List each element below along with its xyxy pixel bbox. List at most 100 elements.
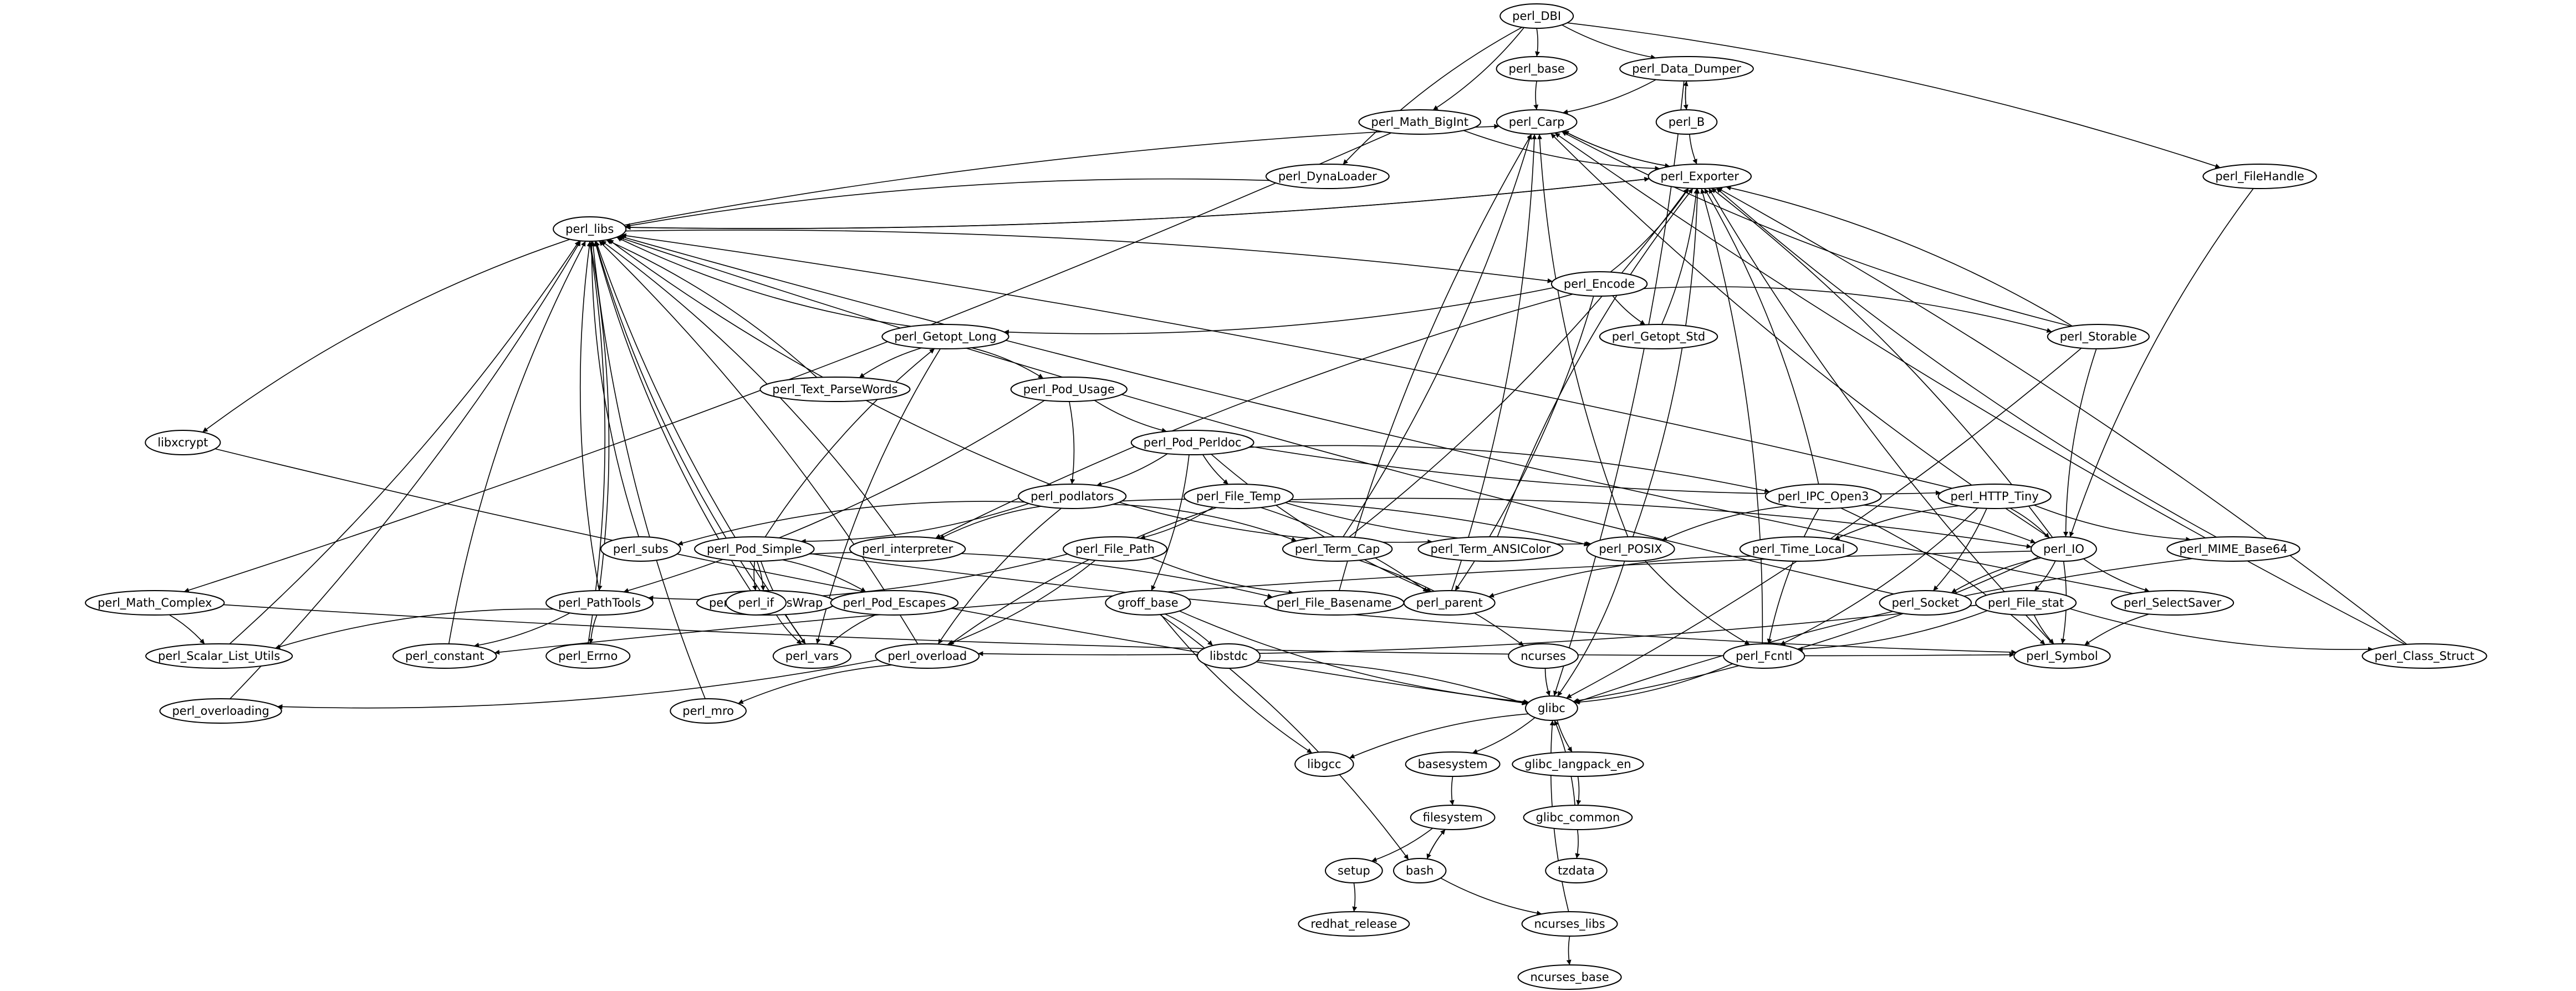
edge-path (1150, 557, 1294, 595)
node-perl_Storable[interactable]: perl_Storable (2047, 324, 2150, 349)
edge-perl_HTTP_Tiny-to-perl_libs (621, 233, 1953, 489)
edge-path (752, 561, 757, 591)
node-perl_Scalar_List_Utils[interactable]: perl_Scalar_List_Utils (145, 643, 293, 669)
node-perl_File_Temp[interactable]: perl_File_Temp (1183, 484, 1294, 509)
node-label: setup (1338, 864, 1370, 877)
node-perl_base[interactable]: perl_base (1496, 56, 1578, 82)
node-perl_if[interactable]: perl_if (725, 590, 787, 616)
edge-path (1576, 776, 1582, 806)
node-perl_interpreter[interactable]: perl_interpreter (849, 536, 966, 562)
node-perl_vars[interactable]: perl_vars (772, 643, 851, 669)
node-perl_Errno[interactable]: perl_Errno (545, 643, 631, 669)
node-ncurses_base[interactable]: ncurses_base (1517, 964, 1622, 990)
node-libstdc[interactable]: libstdc (1197, 643, 1261, 669)
node-perl_Encode[interactable]: perl_Encode (1550, 271, 1648, 297)
node-tzdata[interactable]: tzdata (1545, 858, 1608, 883)
edge-path (1451, 134, 1537, 591)
node-ellipse (1403, 590, 1496, 616)
edge-perl_IPC_Open3-to-perl_IO (1863, 505, 2036, 543)
node-perl_DynaLoader[interactable]: perl_DynaLoader (1265, 164, 1390, 189)
edge-perl_overload-to-perl_mro (738, 664, 892, 704)
node-perl_Term_ANSIColor[interactable]: perl_Term_ANSIColor (1417, 536, 1564, 562)
node-ellipse (1937, 484, 2052, 509)
node-perl_Symbol[interactable]: perl_Symbol (2013, 643, 2111, 669)
node-ncurses_libs[interactable]: ncurses_libs (1521, 911, 1618, 937)
edge-path (1463, 130, 1660, 171)
edge-path (764, 348, 935, 537)
edge-path (1094, 400, 1167, 433)
node-label: redhat_release (1310, 917, 1397, 931)
node-libgcc[interactable]: libgcc (1294, 751, 1354, 777)
node-perl_MIME_Base64[interactable]: perl_MIME_Base64 (2166, 536, 2300, 562)
node-perl_mro[interactable]: perl_mro (670, 698, 747, 724)
node-perl_FileHandle[interactable]: perl_FileHandle (2202, 164, 2317, 189)
node-perl_Class_Struct[interactable]: perl_Class_Struct (2361, 643, 2487, 669)
node-perl_Term_Cap[interactable]: perl_Term_Cap (1282, 536, 1393, 562)
node-perl_Math_BigInt[interactable]: perl_Math_BigInt (1358, 109, 1481, 135)
node-perl_parent[interactable]: perl_parent (1403, 590, 1496, 616)
edge-groff_base-to-glibc (1179, 611, 1529, 704)
node-perl_Getopt_Std[interactable]: perl_Getopt_Std (1599, 324, 1718, 349)
node-perl_Pod_Perldoc[interactable]: perl_Pod_Perldoc (1130, 430, 1254, 455)
node-perl_Fcntl[interactable]: perl_Fcntl (1723, 643, 1805, 669)
node-ellipse (1545, 858, 1608, 883)
node-perl_subs[interactable]: perl_subs (600, 536, 681, 562)
node-ncurses[interactable]: ncurses (1508, 643, 1579, 669)
node-label: perl_POSIX (1599, 542, 1662, 556)
node-ellipse (553, 216, 627, 242)
edge-perl_File_Temp-to-perl_IO (1290, 497, 2032, 549)
node-perl_DBI[interactable]: perl_DBI (1499, 3, 1574, 29)
node-perl_Pod_Simple[interactable]: perl_Pod_Simple (694, 536, 815, 562)
edge-path (1717, 187, 2407, 645)
node-redhat_release[interactable]: redhat_release (1298, 911, 1410, 937)
node-groff_base[interactable]: groff_base (1105, 590, 1191, 616)
edge-perl_Storable-to-perl_Carp (1561, 131, 2072, 327)
node-perl_Socket[interactable]: perl_Socket (1879, 590, 1972, 616)
node-perl_podlators[interactable]: perl_podlators (1018, 484, 1127, 509)
node-basesystem[interactable]: basesystem (1405, 751, 1501, 777)
node-perl_Pod_Escapes[interactable]: perl_Pod_Escapes (830, 590, 959, 616)
node-perl_File_Path[interactable]: perl_File_Path (1063, 536, 1168, 562)
node-perl_Carp[interactable]: perl_Carp (1496, 109, 1578, 135)
edge-filesystem-to-setup (1371, 827, 1434, 862)
edge-path (1797, 610, 1988, 652)
node-perl_File_Basename[interactable]: perl_File_Basename (1263, 590, 1405, 616)
node-setup[interactable]: setup (1324, 858, 1383, 883)
node-perl_Time_Local[interactable]: perl_Time_Local (1739, 536, 1858, 562)
node-glibc[interactable]: glibc (1524, 695, 1578, 721)
node-libxcrypt[interactable]: libxcrypt (145, 430, 221, 455)
node-perl_overload[interactable]: perl_overload (875, 643, 980, 669)
node-perl_Getopt_Long[interactable]: perl_Getopt_Long (881, 324, 1009, 349)
node-perl_overloading[interactable]: perl_overloading (159, 698, 282, 724)
node-perl_libs[interactable]: perl_libs (553, 216, 627, 242)
node-perl_PathTools[interactable]: perl_PathTools (545, 590, 654, 616)
node-label: perl_Scalar_List_Utils (158, 649, 280, 663)
node-filesystem[interactable]: filesystem (1410, 805, 1496, 830)
node-perl_Pod_Usage[interactable]: perl_Pod_Usage (1010, 377, 1128, 402)
node-perl_SelectSaver[interactable]: perl_SelectSaver (2110, 590, 2235, 616)
edge-path (1683, 80, 1689, 110)
node-perl_constant[interactable]: perl_constant (392, 643, 497, 669)
node-glibc_langpack_en[interactable]: glibc_langpack_en (1512, 751, 1644, 777)
node-perl_IPC_Open3[interactable]: perl_IPC_Open3 (1764, 484, 1882, 509)
node-perl_Math_Complex[interactable]: perl_Math_Complex (85, 590, 225, 616)
edge-glibc-to-libgcc (1349, 713, 1529, 759)
node-perl_POSIX[interactable]: perl_POSIX (1586, 536, 1675, 562)
node-perl_Text_ParseWords[interactable]: perl_Text_ParseWords (759, 377, 911, 402)
node-bash[interactable]: bash (1392, 858, 1447, 883)
node-perl_HTTP_Tiny[interactable]: perl_HTTP_Tiny (1937, 484, 2052, 509)
edge-perl_IPC_Open3-to-perl_Exporter (1704, 188, 1819, 485)
edge-path (1644, 560, 1750, 646)
edge-perl_Pod_Perldoc-to-perl_IPC_Open3 (1248, 445, 1770, 494)
node-perl_Exporter[interactable]: perl_Exporter (1647, 164, 1752, 189)
node-perl_File_stat[interactable]: perl_File_stat (1975, 590, 2077, 616)
node-label: perl_Pod_Usage (1023, 383, 1115, 397)
node-perl_IO[interactable]: perl_IO (2030, 536, 2097, 562)
edge-perl_Class_Struct-to-perl_Carp (1554, 132, 2406, 645)
node-perl_B[interactable]: perl_B (1655, 109, 1718, 135)
edge-path (616, 237, 912, 327)
edge-path (1003, 287, 1554, 335)
node-perl_Data_Dumper[interactable]: perl_Data_Dumper (1619, 56, 1754, 82)
node-label: basesystem (1418, 758, 1488, 771)
node-glibc_common[interactable]: glibc_common (1523, 805, 1633, 830)
